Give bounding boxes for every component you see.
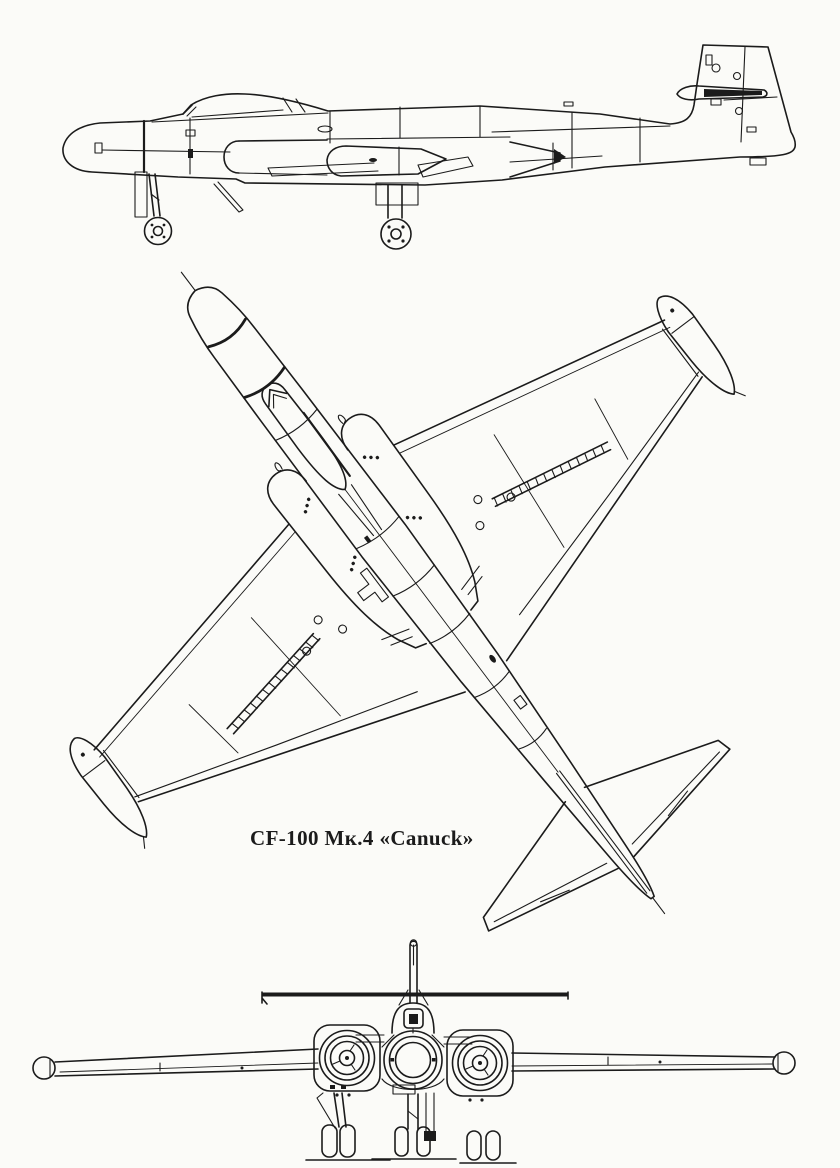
wing-front [32, 1048, 796, 1080]
fuselage-front [355, 1030, 473, 1095]
caption-text: CF-100 Мк.4 «Canuck» [250, 826, 474, 850]
tail-fin [676, 46, 778, 166]
canopy [151, 97, 329, 123]
engine-intake-right [446, 1029, 514, 1102]
engine-intake-left [313, 1024, 381, 1097]
wingtip-tank [656, 295, 746, 397]
wing-nacelle-right [337, 295, 746, 858]
nose-landing-gear [134, 171, 244, 246]
main-landing-gear [375, 156, 474, 250]
nose-gear-front [371, 1092, 457, 1160]
engine-nacelle-side [223, 136, 566, 178]
tailplane-side [676, 85, 768, 101]
canopy-front [391, 1002, 435, 1034]
spare-wheels-right [459, 1130, 517, 1164]
canopy-plan [261, 382, 383, 537]
wingtip-tank-right [772, 1051, 796, 1075]
wingtip-tank-left [32, 1056, 56, 1080]
fuselage-outline [62, 44, 797, 186]
vortex-generator-strip [491, 441, 612, 508]
top-view-drawing [40, 271, 746, 1050]
front-view-drawing [32, 939, 796, 1164]
side-view-drawing [62, 44, 797, 250]
tailplane-front [261, 991, 569, 1005]
main-gear-left-front [305, 1085, 391, 1161]
horizontal-stabilizer [583, 739, 731, 858]
